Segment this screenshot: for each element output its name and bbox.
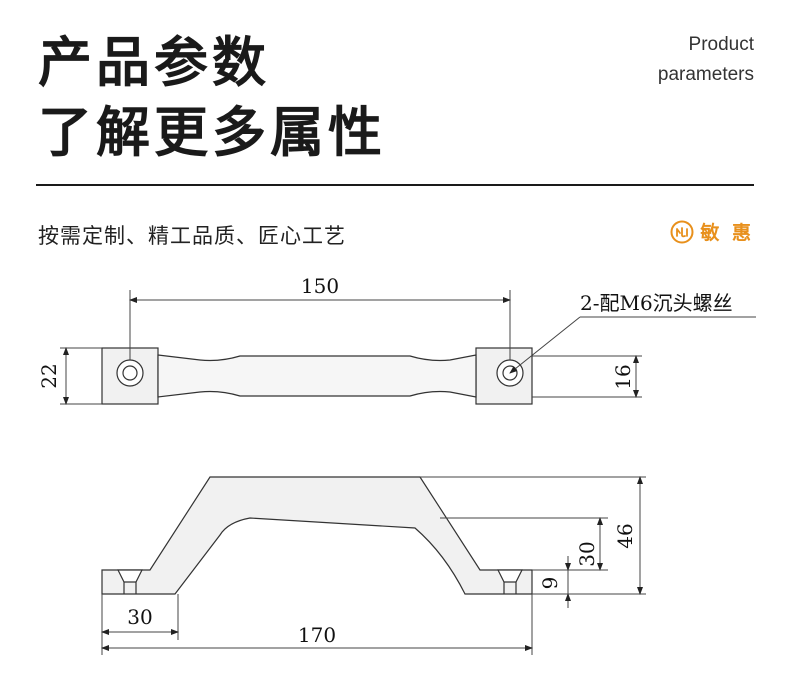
- handle-bar: [157, 354, 477, 398]
- left-hole-outer: [116, 359, 144, 387]
- dim-46-label: 46: [613, 523, 637, 548]
- screw-callout-leader: [509, 316, 756, 374]
- side-view: [101, 476, 533, 595]
- english-subtitle-line-1: Product: [688, 34, 754, 55]
- dim-170-label: 170: [298, 623, 336, 647]
- screw-callout-label: 2-配M6沉头螺丝: [580, 291, 733, 315]
- dim-30-vertical-label: 30: [575, 541, 599, 566]
- dim-150: [129, 290, 511, 360]
- english-subtitle: Product parameters: [658, 30, 754, 90]
- dim-46: [420, 476, 646, 595]
- dim-22-label: 22: [37, 363, 61, 388]
- page-title-line-1: 产品参数: [38, 31, 270, 94]
- dim-16: [532, 355, 642, 398]
- dim-30-horizontal: [101, 594, 179, 655]
- brand-name: 敏 惠: [700, 222, 754, 244]
- dim-9-label: 9: [538, 577, 562, 590]
- dim-150-label: 150: [301, 274, 339, 298]
- left-hole-inner: [122, 365, 138, 381]
- dim-22: [60, 347, 102, 405]
- dim-16-label: 16: [611, 364, 635, 389]
- dim-30-horizontal-label: 30: [127, 605, 152, 629]
- brand: 敏 惠: [670, 218, 754, 245]
- technical-drawing: 150 22 16 2-配M6沉头螺丝 46: [37, 274, 756, 655]
- english-subtitle-line-2: parameters: [657, 64, 754, 85]
- brand-logo-icon: [670, 220, 694, 243]
- tagline: 按需定制、精工品质、匠心工艺: [38, 224, 346, 248]
- header-divider: [36, 184, 754, 186]
- dim-170: [101, 594, 533, 655]
- page-title-line-2: 了解更多属性: [38, 101, 386, 164]
- top-view: [101, 347, 533, 405]
- handle-side-profile: [101, 476, 533, 595]
